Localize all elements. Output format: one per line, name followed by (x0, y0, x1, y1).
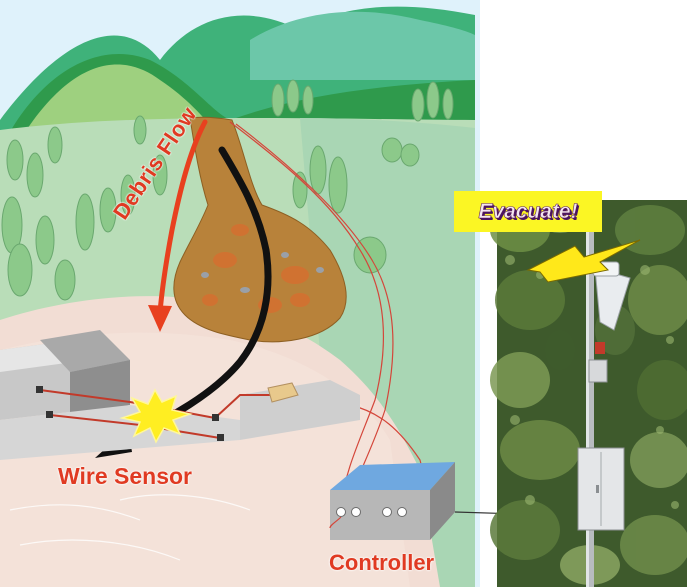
illustration-panel (0, 0, 583, 587)
debris-flow-arrow (148, 119, 208, 332)
evacuate-sign: Evacuate! (454, 191, 602, 232)
trees (1, 79, 454, 301)
controller-label: Controller (329, 550, 435, 575)
wire-sensor (36, 382, 299, 444)
flash-burst-icon (119, 388, 193, 444)
wire-sensor-label: Wire Sensor (58, 463, 193, 489)
controller-cabinet (577, 447, 625, 531)
check-dam (0, 330, 360, 460)
evacuate-text: Evacuate! (478, 199, 578, 223)
warning-siren-icon (592, 261, 631, 331)
lightning-bolt-icon (526, 239, 641, 283)
